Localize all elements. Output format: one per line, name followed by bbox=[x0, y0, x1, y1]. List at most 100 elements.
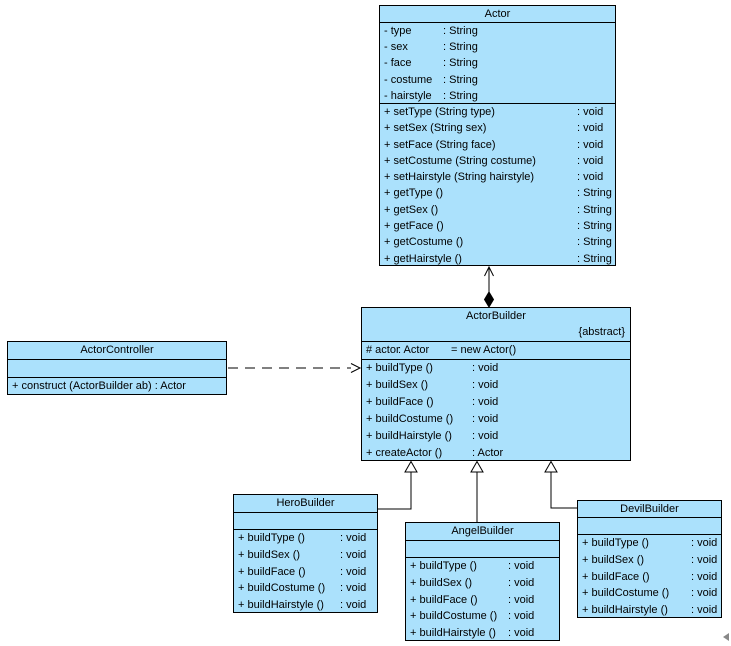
method-row: + buildCostume (): void bbox=[406, 608, 559, 625]
member-label: - costume bbox=[384, 73, 433, 86]
member-label: + buildFace () bbox=[410, 593, 478, 606]
method-row: + buildFace (): void bbox=[406, 592, 559, 609]
class-box-actor[interactable]: Actor - type : String - sex : String - face: … bbox=[379, 5, 616, 266]
member-type: : void bbox=[508, 610, 535, 623]
method-row: + buildSex () : void bbox=[234, 547, 377, 564]
dependency-connector-actorcontroller-actorbuilder[interactable] bbox=[228, 363, 362, 373]
member-type: : String bbox=[577, 252, 612, 265]
class-header: DevilBuilder bbox=[578, 501, 721, 518]
methods-compartment: + buildType (): void+ buildSex (): void+… bbox=[234, 530, 377, 614]
class-name: ActorBuilder bbox=[466, 310, 526, 322]
method-row: + buildSex (): void bbox=[362, 377, 630, 394]
member-label: + buildType () bbox=[238, 532, 305, 544]
member-label: + setCostume (String costume) bbox=[384, 154, 536, 167]
member-label: - type bbox=[384, 25, 412, 37]
method-row: + buildSex (): void bbox=[578, 552, 721, 569]
attributes-compartment bbox=[234, 513, 377, 530]
class-name: Actor bbox=[484, 8, 511, 20]
member-type: : String bbox=[443, 73, 478, 86]
member-label: + setType (String type) bbox=[384, 106, 495, 118]
member-label: + createActor () bbox=[366, 447, 443, 459]
member-label: + getFace () bbox=[384, 220, 444, 233]
method-row: + getType () : String bbox=[380, 185, 615, 201]
generalization-connector-devilbuilder[interactable] bbox=[544, 460, 577, 509]
member-label: + setHairstyle (String hairstyle) bbox=[384, 171, 535, 184]
member-label: + getType () bbox=[384, 187, 444, 200]
class-header: ActorController bbox=[8, 342, 226, 360]
method-row: + buildFace (): void bbox=[578, 569, 721, 586]
member-type: : String bbox=[443, 25, 478, 37]
class-name: AngelBuilder bbox=[451, 525, 514, 537]
member-label: + getHairstyle () bbox=[384, 252, 462, 265]
cursor-artifact bbox=[723, 633, 729, 641]
class-box-angel-builder[interactable]: AngelBuilder + buildType (): void+ buildS… bbox=[405, 522, 560, 641]
method-row: + buildHairstyle (): void bbox=[578, 602, 721, 619]
member-label: + buildSex () bbox=[582, 553, 645, 566]
member-label: + buildCostume () bbox=[582, 587, 670, 600]
class-name: HeroBuilder bbox=[276, 497, 335, 509]
member-label: + buildType () bbox=[582, 537, 649, 549]
attributes-compartment bbox=[578, 518, 721, 535]
member-type: : void bbox=[691, 570, 718, 583]
member-type: : void bbox=[691, 537, 718, 549]
class-name: ActorController bbox=[80, 344, 154, 356]
method-row: + getHairstyle () : String bbox=[380, 251, 615, 267]
member-label: + getSex () bbox=[384, 203, 439, 216]
member-label: + buildHairstyle () bbox=[410, 627, 496, 640]
member-label: - sex bbox=[384, 41, 408, 54]
member-type: : void bbox=[577, 138, 604, 151]
attribute-row: # actor: Actor= new Actor() bbox=[362, 342, 630, 359]
composition-connector-actorbuilder-actor[interactable] bbox=[483, 265, 495, 308]
member-type: : void bbox=[340, 548, 367, 561]
member-label: + buildHairstyle () bbox=[582, 604, 668, 617]
member-type: : void bbox=[340, 532, 367, 544]
class-header: AngelBuilder bbox=[406, 523, 559, 541]
method-row: + buildCostume (): void bbox=[578, 585, 721, 602]
member-label: + buildType () bbox=[366, 362, 433, 374]
attribute-row: - face: String bbox=[380, 55, 615, 71]
member-label: + buildCostume () bbox=[366, 413, 454, 425]
method-row: + buildSex () : void bbox=[406, 575, 559, 592]
generalization-connector-herobuilder[interactable] bbox=[378, 460, 418, 510]
member-type: : void bbox=[508, 576, 535, 589]
member-type: : void bbox=[472, 430, 499, 442]
method-row: + buildType (): void bbox=[406, 558, 559, 575]
method-row: + setHairstyle (String hairstyle): void bbox=[380, 169, 615, 185]
member-label: + getCostume () bbox=[384, 236, 464, 249]
class-stereotype: {abstract} bbox=[578, 326, 625, 338]
method-row: + buildType () : void bbox=[234, 530, 377, 547]
methods-compartment: + construct (ActorBuilder ab) : Actor bbox=[8, 378, 226, 396]
member-label: + buildCostume () bbox=[238, 582, 326, 595]
member-type: : String bbox=[577, 203, 612, 216]
class-box-hero-builder[interactable]: HeroBuilder+ buildType (): void+ buildSe… bbox=[233, 494, 378, 613]
attributes-compartment: - type : String - sex : String - face: Strin… bbox=[380, 23, 615, 104]
attributes-compartment bbox=[406, 541, 559, 558]
member-type: : Actor bbox=[472, 447, 504, 459]
method-row: + buildHairstyle (): void bbox=[406, 625, 559, 642]
class-header: Actor bbox=[380, 6, 615, 23]
class-box-actor-builder[interactable]: ActorBuilder {abstract} # actor: Actor= ne… bbox=[361, 307, 631, 461]
methods-compartment: + buildType (): void+ buildSex (): void+… bbox=[362, 360, 630, 462]
methods-compartment: + buildType (): void+ buildSex (): void+… bbox=[406, 558, 559, 642]
member-type: : void bbox=[577, 106, 604, 118]
method-row: + getFace (): String bbox=[380, 218, 615, 234]
member-type: : void bbox=[472, 413, 499, 425]
member-label: + setSex (String sex) bbox=[384, 122, 487, 135]
method-row: + construct (ActorBuilder ab) : Actor bbox=[8, 378, 226, 395]
class-box-devil-builder[interactable]: DevilBuilder+ buildType (): void+ buildS… bbox=[577, 500, 722, 618]
member-label: - hairstyle bbox=[384, 89, 432, 102]
member-label: + buildSex () bbox=[238, 548, 301, 561]
member-label: + buildFace () bbox=[366, 396, 434, 408]
member-type: = new Actor() bbox=[451, 344, 517, 356]
member-type: : String bbox=[577, 187, 612, 200]
method-row: + buildCostume () : void bbox=[234, 580, 377, 597]
member-type: : void bbox=[340, 582, 367, 595]
method-row: + buildFace (): void bbox=[362, 394, 630, 411]
member-label: + buildSex () bbox=[410, 576, 473, 589]
generalization-connector-angelbuilder[interactable] bbox=[470, 460, 484, 523]
member-type: : void bbox=[472, 379, 499, 391]
method-row: + getCostume (): String bbox=[380, 234, 615, 250]
class-box-actor-controller[interactable]: ActorController + construct (ActorBuilder… bbox=[7, 341, 227, 395]
member-type: : void bbox=[472, 362, 499, 374]
member-label: + setFace (String face) bbox=[384, 138, 496, 151]
